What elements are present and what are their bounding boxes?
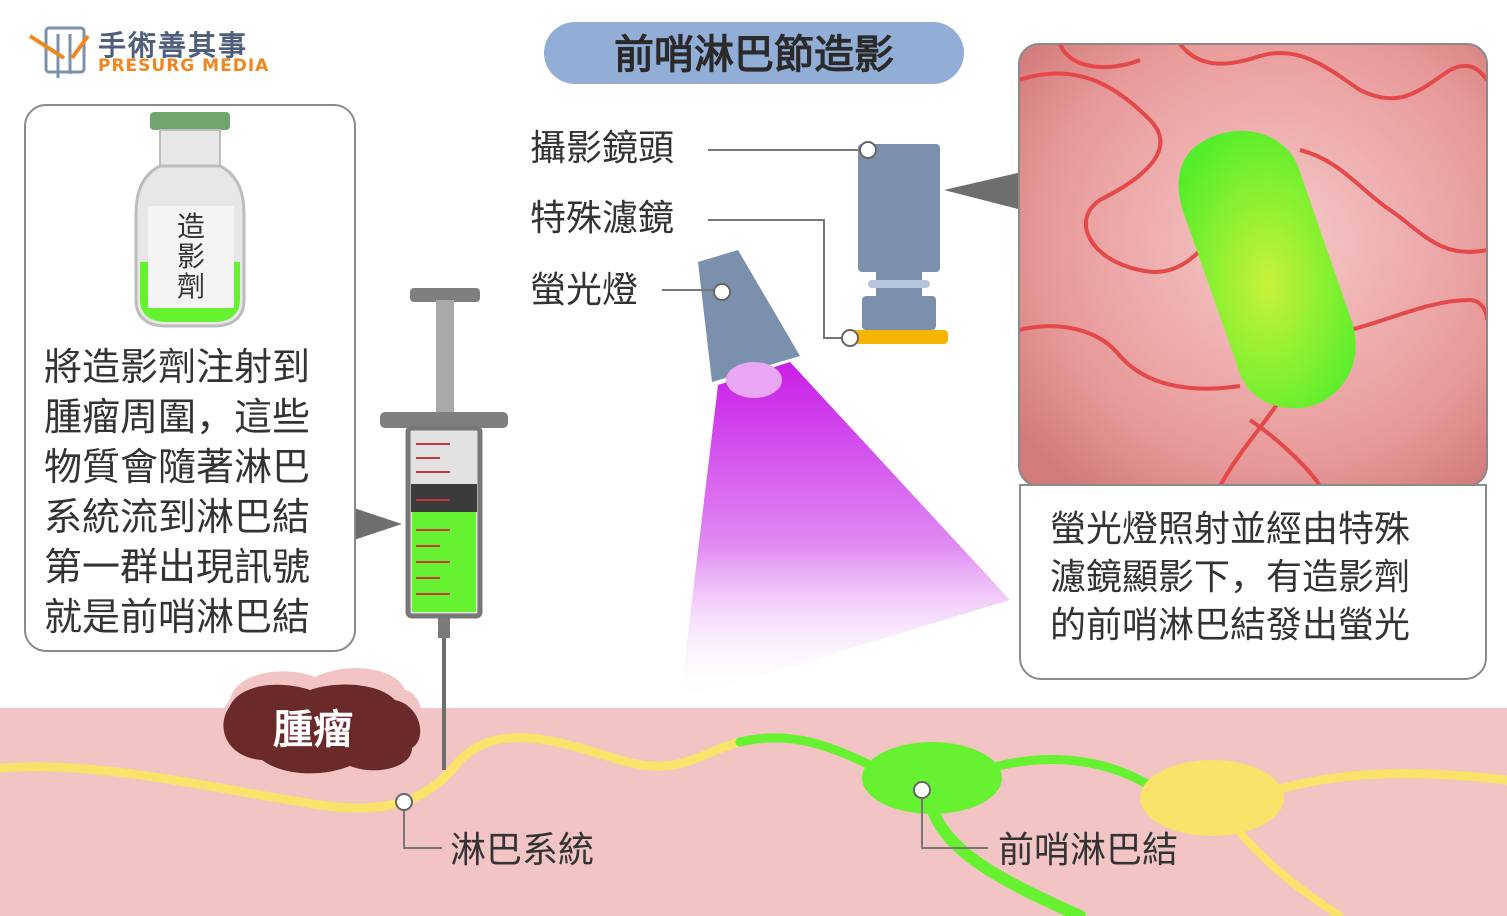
lymphatic-system-marker [395,793,413,811]
sentinel-node-marker [913,781,931,799]
left-box-pointer [354,508,402,540]
lymphatic-system-label: 淋巴系統 [450,830,594,871]
fluorescent-lamp-label: 螢光燈 [530,270,638,311]
brand-name-zh: 手術善其事 [98,29,249,62]
sentinel-node-label: 前哨淋巴結 [998,830,1178,871]
lamp-marker [713,283,731,301]
tumor: 腫瘤 [218,668,424,788]
inset-pointer [944,172,1022,210]
magnified-view [1019,44,1487,486]
page-title: 前哨淋巴節造影 [614,32,894,78]
tissue-leaders [403,796,988,849]
syringe [380,288,508,770]
right-description-text: 螢光燈照射並經由特殊 濾鏡顯影下，有造影劑 的前哨淋巴結發出螢光 [1050,509,1411,646]
camera-lens-label: 攝影鏡頭 [530,128,674,169]
device-leaders [662,149,860,339]
left-description-text: 將造影劑注射到 腫瘤周圍，這些 物質會隨著淋巴 系統流到淋巴結 第一群出現訊號 … [44,345,311,639]
brand-logo [28,26,90,78]
sentinel-lymph-node [862,742,1002,814]
filter-marker [841,329,859,347]
camera-device [852,144,948,344]
tumor-label: 腫瘤 [273,707,353,753]
lymph-node-yellow [1140,760,1284,836]
brand-name-en: PRESURG MEDIA [98,56,270,76]
uv-light-beam [680,362,1010,700]
title-pill: 前哨淋巴節造影 [544,22,964,84]
right-description-box [1019,484,1487,680]
lymphatic-vessels [0,733,1507,916]
special-filter-label: 特殊濾鏡 [530,198,674,239]
fluorescent-lamp [698,250,800,398]
camera-lens-marker [859,141,877,159]
